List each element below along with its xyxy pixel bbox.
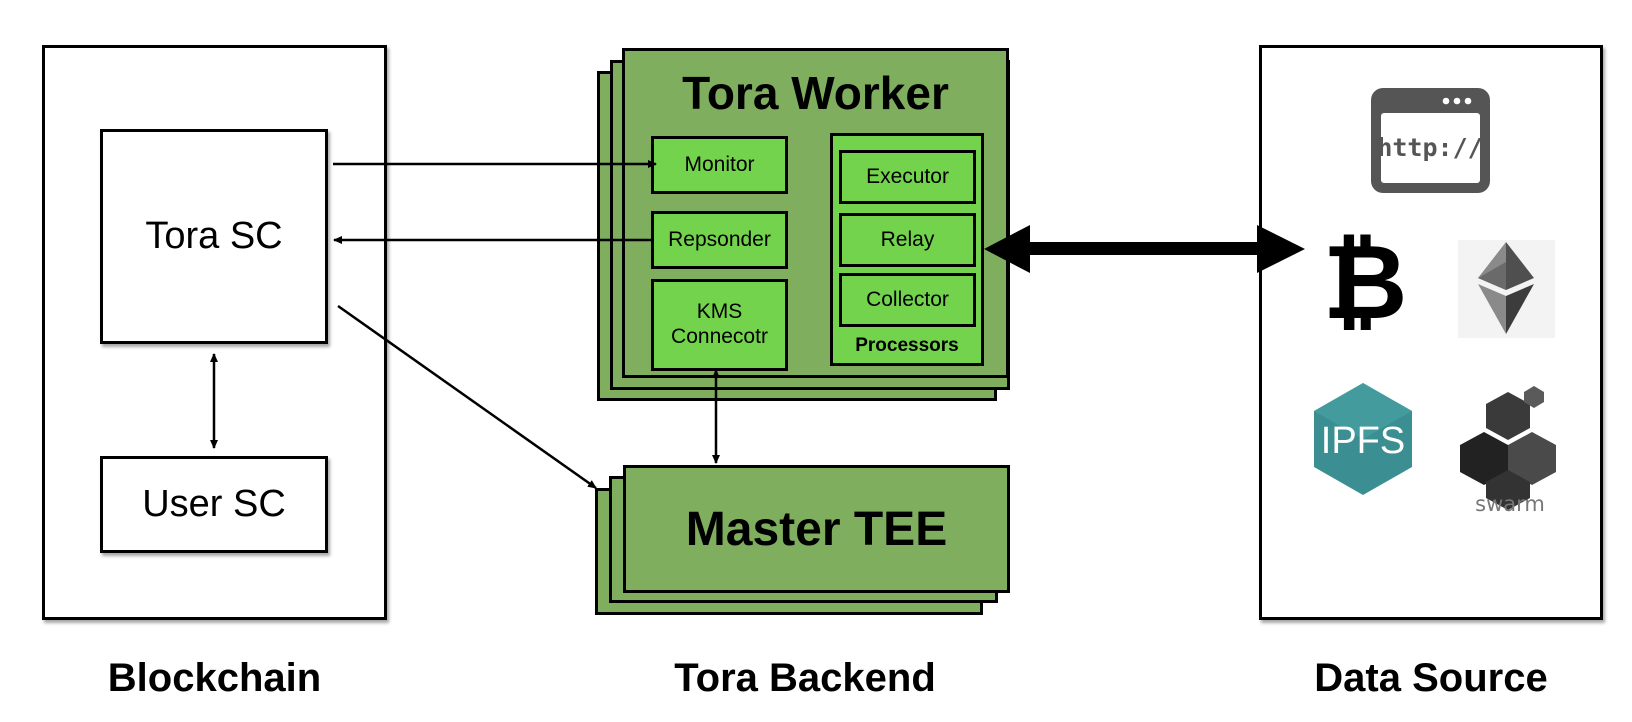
monitor-module: Monitor bbox=[651, 136, 788, 194]
kms-connector-label: KMS Connecotr bbox=[671, 300, 768, 348]
executor-label: Executor bbox=[866, 164, 949, 188]
swarm-icon: swarm bbox=[1460, 386, 1556, 516]
processors-label: Processors bbox=[855, 334, 959, 356]
tora-sc-box: Tora SC bbox=[100, 129, 328, 344]
master-tee-box: Master TEE bbox=[623, 465, 1010, 593]
arrow-relay-datasource bbox=[984, 225, 1305, 273]
bitcoin-icon: ₿ bbox=[1323, 221, 1408, 343]
collector-label: Collector bbox=[866, 287, 949, 311]
monitor-label: Monitor bbox=[684, 152, 755, 176]
user-sc-box: User SC bbox=[100, 456, 328, 553]
bitcoin-icon-label: ₿ bbox=[1323, 221, 1408, 343]
relay-label: Relay bbox=[880, 227, 935, 251]
tora-sc-label: Tora SC bbox=[145, 215, 283, 257]
master-tee-label: Master TEE bbox=[685, 502, 948, 556]
data-source-caption: Data Source bbox=[1314, 656, 1548, 700]
ipfs-icon-label: IPFS bbox=[1321, 420, 1405, 462]
arrow-torasc-to-master bbox=[337, 304, 597, 490]
ipfs-icon: IPFS bbox=[1314, 383, 1412, 495]
swarm-icon-label: swarm bbox=[1475, 492, 1545, 516]
executor-processor: Executor bbox=[839, 150, 976, 204]
relay-processor: Relay bbox=[839, 213, 976, 267]
http-icon-label: http:// bbox=[1377, 133, 1482, 162]
collector-processor: Collector bbox=[839, 273, 976, 327]
ethereum-icon bbox=[1458, 240, 1555, 338]
tora-backend-caption: Tora Backend bbox=[674, 656, 936, 700]
blockchain-caption: Blockchain bbox=[107, 656, 322, 700]
http-icon: http:// bbox=[1371, 88, 1490, 193]
responder-label: Repsonder bbox=[668, 227, 771, 251]
user-sc-label: User SC bbox=[142, 483, 286, 525]
tora-worker-title: Tora Worker bbox=[682, 67, 949, 119]
responder-module: Repsonder bbox=[651, 211, 788, 269]
